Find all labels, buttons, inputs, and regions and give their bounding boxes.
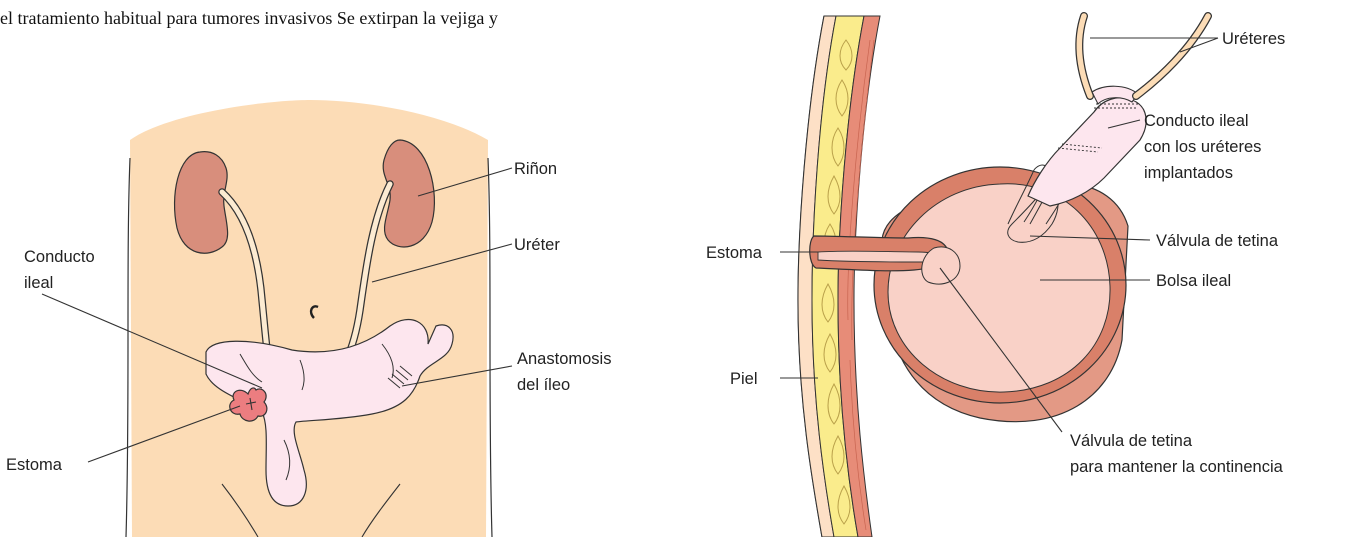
ileal-conduit [1028, 98, 1146, 206]
label-nipple-valve: Válvula de tetina [1156, 232, 1279, 250]
label-kidney: Riñon [514, 160, 557, 178]
torso-outline-left [126, 158, 130, 537]
label-stoma-right: Estoma [706, 244, 763, 262]
label-ileal-pouch: Bolsa ileal [1156, 272, 1231, 290]
label-anastomosis-line2: del íleo [517, 376, 570, 394]
outlet-lumen [818, 251, 938, 262]
label-continence-valve-line1: Válvula de tetina [1070, 432, 1193, 450]
label-ureteres: Uréteres [1222, 30, 1285, 48]
label-conduit-right-line2: con los uréteres [1144, 138, 1261, 156]
label-continence-valve-line2: para mantener la continencia [1070, 458, 1284, 476]
left-figure: Riñon Uréter Conducto ileal Anastomosis … [6, 100, 611, 537]
label-anastomosis-line1: Anastomosis [517, 350, 611, 368]
label-conduit-right-line3: implantados [1144, 164, 1233, 182]
label-conduit-line2: ileal [24, 274, 53, 292]
label-stoma-left: Estoma [6, 456, 63, 474]
label-ureter: Uréter [514, 236, 560, 254]
label-skin: Piel [730, 370, 758, 388]
ureter-right [1136, 16, 1208, 96]
torso-outline-right [488, 158, 492, 537]
continence-valve [922, 247, 960, 284]
left-kidney [175, 152, 228, 254]
label-conduit-line1: Conducto [24, 248, 95, 266]
right-figure: Uréteres Conducto ileal con los uréteres… [706, 16, 1285, 537]
label-conduit-right-line1: Conducto ileal [1144, 112, 1249, 130]
